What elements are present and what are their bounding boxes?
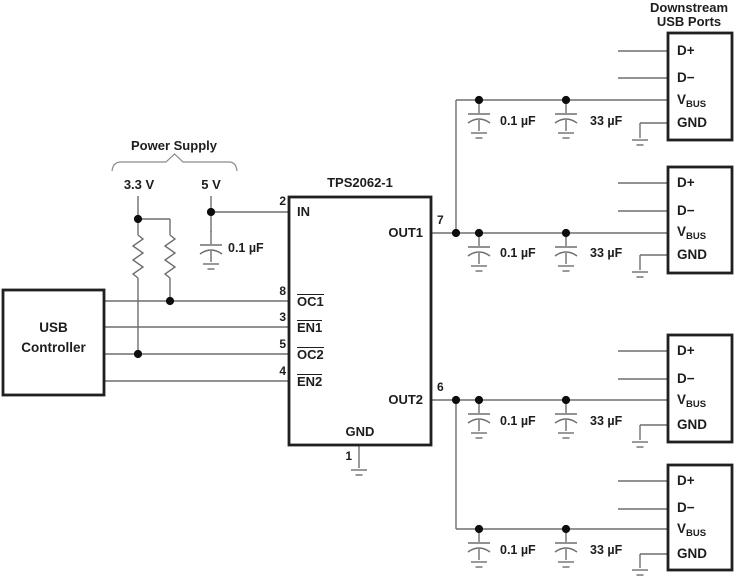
title-line2: USB Ports bbox=[656, 14, 722, 29]
vbus-main: V bbox=[677, 392, 687, 407]
ic-pin-en1-label: EN1 bbox=[297, 320, 323, 335]
port2-bypass-cap-value: 0.1 µF bbox=[500, 246, 536, 260]
input-cap-value: 0.1 µF bbox=[228, 241, 264, 255]
port3-dplus-label: D+ bbox=[677, 343, 695, 358]
ic-pin-in-label: IN bbox=[297, 204, 310, 219]
junction-dot bbox=[474, 395, 484, 405]
vbus-sub: BUS bbox=[686, 99, 707, 110]
usb-port1-box bbox=[666, 31, 734, 142]
junction-dot bbox=[474, 228, 484, 238]
port2-dplus-label: D+ bbox=[677, 175, 695, 190]
junction-dot bbox=[561, 228, 571, 238]
port3-dminus-label: D− bbox=[677, 371, 695, 386]
power-supply-brace bbox=[111, 153, 238, 172]
port3-bypass-cap-symbol bbox=[467, 399, 491, 439]
ic-pin-oc1-label: OC1 bbox=[297, 294, 324, 309]
port4-dminus-label: D− bbox=[677, 500, 695, 515]
port3-bypass-cap-value: 0.1 µF bbox=[500, 414, 536, 428]
port3-vbus-label: VBUS bbox=[677, 392, 706, 413]
port1-vbus-label: VBUS bbox=[677, 92, 706, 113]
pin-number-3: 3 bbox=[279, 310, 286, 324]
vbus-sub: BUS bbox=[686, 231, 707, 242]
usb-controller-line1: USB bbox=[39, 320, 68, 335]
port1-ground bbox=[631, 122, 668, 146]
junction-dot bbox=[206, 207, 216, 217]
vbus-main: V bbox=[677, 224, 687, 239]
usb-port4-box bbox=[666, 463, 734, 572]
usb-controller-line2: Controller bbox=[21, 340, 86, 355]
input-capacitor-symbol bbox=[199, 230, 223, 270]
usb-controller-box bbox=[1, 288, 106, 397]
port1-bulk-cap-value: 33 µF bbox=[590, 114, 623, 128]
ic-pin-gnd-label: GND bbox=[345, 424, 375, 439]
port3-bulk-cap-value: 33 µF bbox=[590, 414, 623, 428]
junction-dot bbox=[561, 524, 571, 534]
downstream-ports-title: Downstream USB Ports bbox=[640, 1, 738, 29]
power-supply-label: Power Supply bbox=[131, 138, 217, 153]
port1-bypass-cap-symbol bbox=[467, 99, 491, 139]
usb-port2-box bbox=[666, 165, 734, 275]
vbus-sub: BUS bbox=[686, 528, 707, 539]
junction-dot bbox=[133, 214, 143, 224]
junction-dot bbox=[451, 228, 461, 238]
pin-number-2: 2 bbox=[279, 194, 286, 208]
junction-dot bbox=[474, 95, 484, 105]
port2-gnd-label: GND bbox=[677, 247, 707, 262]
port4-bypass-cap-symbol bbox=[467, 528, 491, 568]
title-line1: Downstream bbox=[649, 0, 729, 15]
vbus-sub: BUS bbox=[686, 399, 707, 410]
port4-vbus-label: VBUS bbox=[677, 521, 706, 542]
junction-dot bbox=[561, 95, 571, 105]
port3-bulk-cap-symbol bbox=[554, 399, 578, 439]
usb-port3-box bbox=[666, 333, 734, 444]
ic-ground-symbol bbox=[350, 469, 368, 476]
rail-5v-label: 5 V bbox=[201, 177, 221, 192]
rail-3v3-label: 3.3 V bbox=[123, 177, 155, 192]
port1-dplus-label: D+ bbox=[677, 43, 695, 58]
junction-dot bbox=[561, 395, 571, 405]
junction-dot bbox=[474, 524, 484, 534]
port1-bulk-cap-symbol bbox=[554, 99, 578, 139]
vbus-main: V bbox=[677, 92, 687, 107]
port2-ground bbox=[631, 254, 668, 278]
port2-bypass-cap-symbol bbox=[467, 232, 491, 272]
usb-controller-label: USB Controller bbox=[3, 318, 104, 358]
pin-number-5: 5 bbox=[279, 337, 286, 351]
port3-ground bbox=[631, 424, 668, 448]
pin-number-8: 8 bbox=[279, 284, 286, 298]
junction-dot bbox=[451, 395, 461, 405]
ic-pin-out2-label: OUT2 bbox=[388, 392, 423, 407]
ic-pin-en2-label: EN2 bbox=[297, 374, 323, 389]
port4-ground bbox=[631, 553, 668, 576]
ic-pin-oc2-label: OC2 bbox=[297, 347, 324, 362]
pullup-resistor-oc1 bbox=[164, 234, 176, 279]
pin-number-1: 1 bbox=[345, 449, 352, 463]
port2-vbus-label: VBUS bbox=[677, 224, 706, 245]
port2-bulk-cap-symbol bbox=[554, 232, 578, 272]
port2-dminus-label: D− bbox=[677, 203, 695, 218]
vbus-main: V bbox=[677, 521, 687, 536]
port1-dminus-label: D− bbox=[677, 70, 695, 85]
pin-number-7: 7 bbox=[437, 213, 444, 227]
pin-number-4: 4 bbox=[279, 364, 286, 378]
port4-dplus-label: D+ bbox=[677, 473, 695, 488]
port4-bypass-cap-value: 0.1 µF bbox=[500, 543, 536, 557]
port2-bulk-cap-value: 33 µF bbox=[590, 246, 623, 260]
junction-dot bbox=[165, 296, 175, 306]
pin-number-6: 6 bbox=[437, 380, 444, 394]
port1-gnd-label: GND bbox=[677, 115, 707, 130]
ic-pin-out1-label: OUT1 bbox=[388, 225, 423, 240]
ic-box bbox=[287, 195, 433, 447]
port1-bypass-cap-value: 0.1 µF bbox=[500, 114, 536, 128]
port4-bulk-cap-value: 33 µF bbox=[590, 543, 623, 557]
ic-part-number: TPS2062-1 bbox=[327, 175, 393, 190]
port4-gnd-label: GND bbox=[677, 546, 707, 561]
pullup-resistor-oc2 bbox=[132, 234, 144, 279]
port4-bulk-cap-symbol bbox=[554, 528, 578, 568]
port3-gnd-label: GND bbox=[677, 417, 707, 432]
junction-dot bbox=[133, 349, 143, 359]
